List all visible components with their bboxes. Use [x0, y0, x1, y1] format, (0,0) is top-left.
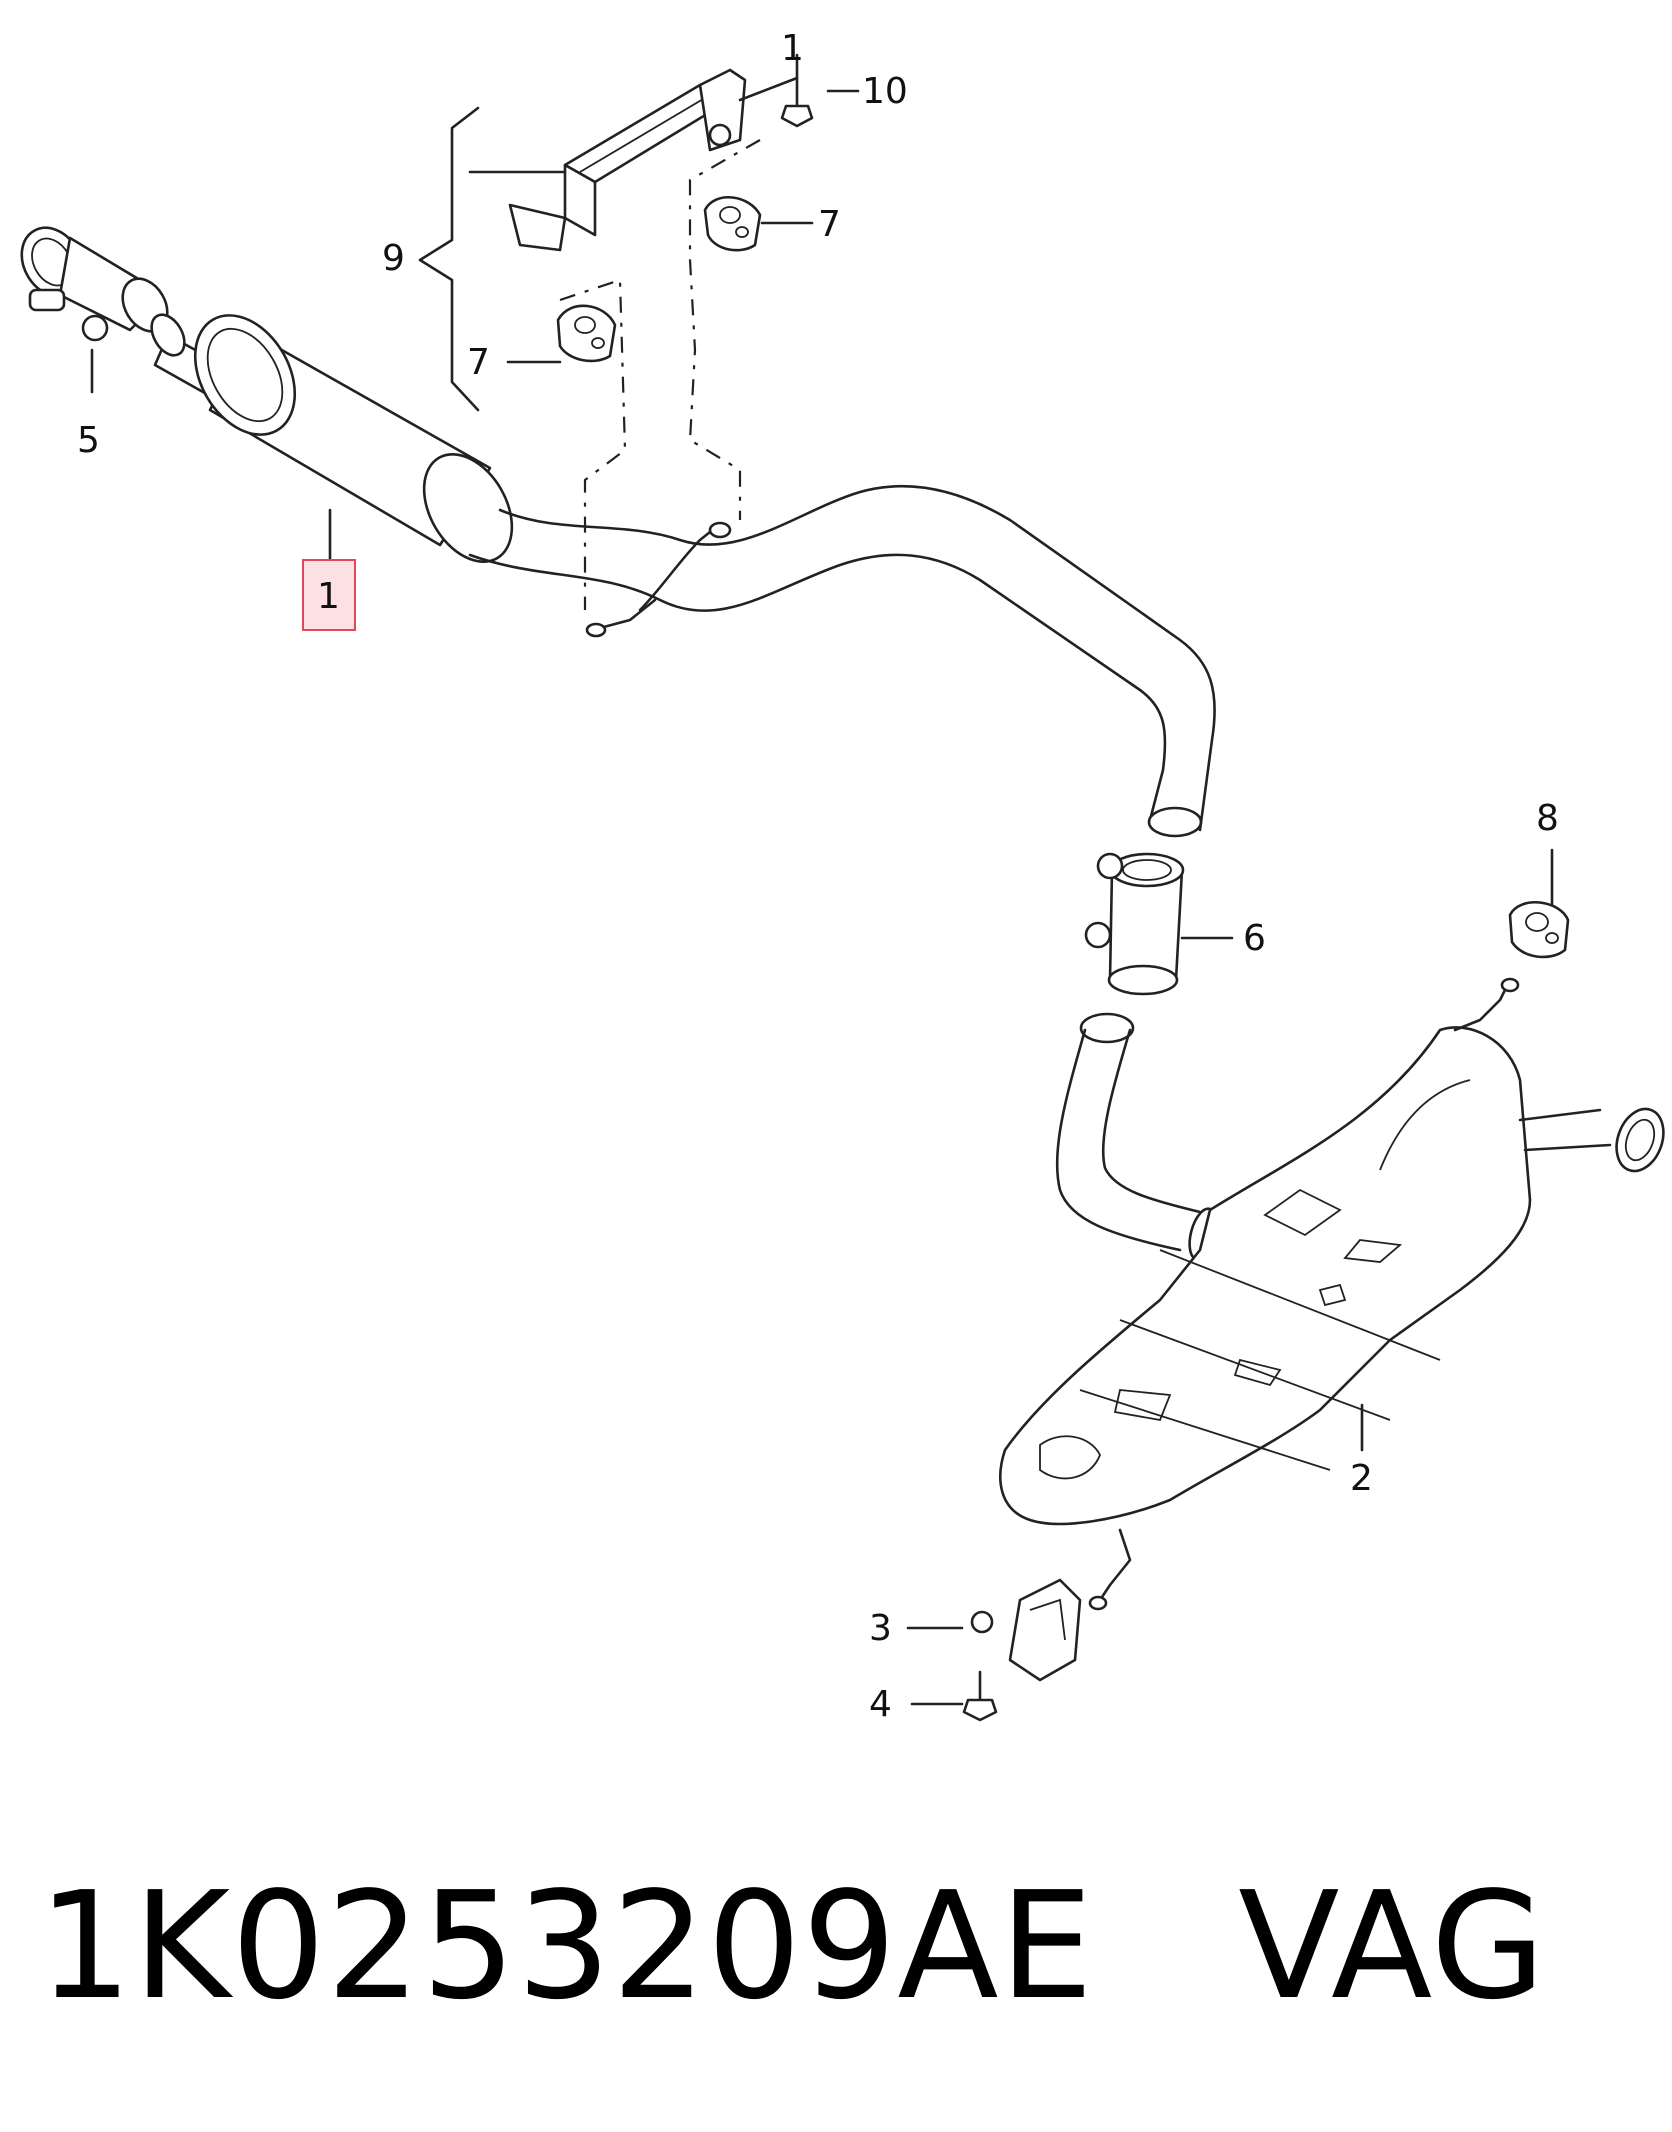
callout-5: 5 — [77, 420, 100, 461]
rear-bracket — [962, 1578, 1082, 1722]
callout-10: 10 — [862, 71, 908, 112]
callout-2: 2 — [1350, 1458, 1373, 1499]
rubber-hanger-mid — [556, 304, 617, 363]
leader-lines — [90, 53, 1554, 1706]
bolt-10 — [780, 76, 814, 128]
part-number: 1K0253209AE — [38, 1860, 1095, 2032]
rubber-hanger-top — [703, 195, 762, 252]
rear-connecting-pipe — [1055, 1012, 1218, 1261]
callout-6: 6 — [1243, 918, 1266, 959]
hidden-lines — [559, 139, 761, 610]
front-silencer — [150, 313, 514, 564]
callout-1-main: 1 — [317, 576, 340, 617]
callout-9: 9 — [382, 238, 405, 279]
exhaust-system-diagram: 1 10 9 7 7 5 1 8 6 2 3 4 — [20, 28, 1665, 1725]
brand-name: VAG — [1238, 1860, 1547, 2032]
callout-1-top: 1 — [781, 28, 804, 69]
callout-7-mid: 7 — [467, 342, 490, 383]
highlight-box-part-1 — [302, 559, 356, 631]
intermediate-pipe — [468, 484, 1216, 838]
part-number-caption: 1K0253209AE VAG — [38, 1860, 1546, 2032]
callout-4: 4 — [869, 1684, 892, 1725]
mounting-bracket — [508, 68, 747, 252]
rear-pipe-clamp — [1084, 852, 1185, 996]
front-pipe-clamp — [20, 226, 169, 342]
callout-8: 8 — [1536, 798, 1559, 839]
rubber-hanger-rear — [1508, 901, 1570, 959]
rear-silencer — [999, 977, 1665, 1611]
callout-3: 3 — [869, 1608, 892, 1649]
brace-9 — [418, 106, 480, 412]
callout-7-top: 7 — [818, 204, 841, 245]
